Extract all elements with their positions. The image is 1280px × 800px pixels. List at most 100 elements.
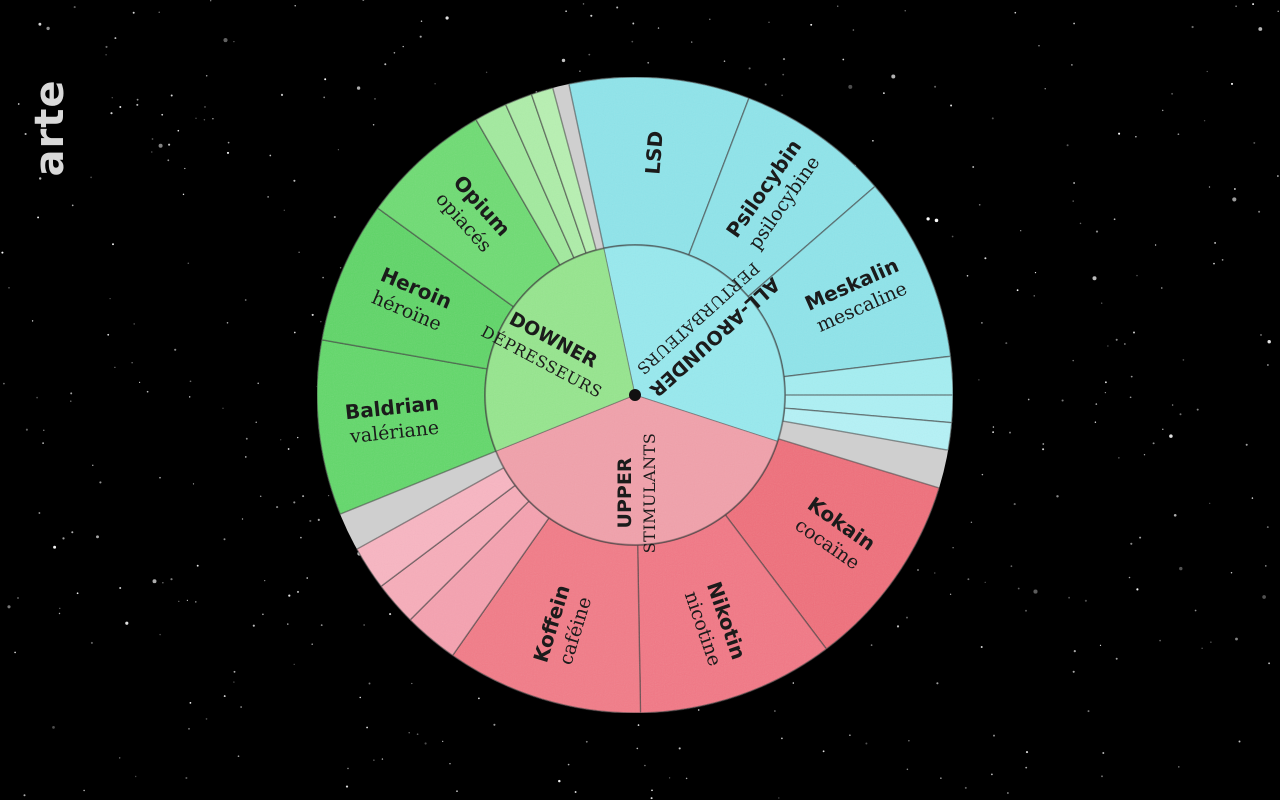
star xyxy=(1068,596,1070,599)
star xyxy=(170,578,173,581)
star xyxy=(1161,287,1163,289)
star xyxy=(1104,391,1107,394)
star xyxy=(311,643,313,645)
star xyxy=(114,37,117,40)
star xyxy=(1010,565,1013,568)
star xyxy=(146,390,149,393)
star xyxy=(434,83,436,85)
star xyxy=(39,177,42,180)
star xyxy=(1234,188,1236,190)
star xyxy=(1258,27,1263,31)
category-upper xyxy=(495,394,779,546)
star xyxy=(647,61,650,64)
star xyxy=(186,599,189,602)
star xyxy=(1267,339,1271,344)
star xyxy=(320,320,322,323)
star xyxy=(31,320,34,322)
star xyxy=(993,734,995,737)
star xyxy=(46,26,50,31)
star xyxy=(240,706,242,708)
star xyxy=(1025,609,1027,612)
star xyxy=(588,53,591,56)
star xyxy=(1139,536,1142,539)
star xyxy=(161,113,164,116)
star xyxy=(768,21,770,23)
star xyxy=(264,579,266,582)
star xyxy=(936,682,939,685)
star xyxy=(14,651,16,654)
star xyxy=(226,322,229,324)
star xyxy=(184,167,186,170)
star xyxy=(697,709,700,711)
star xyxy=(43,429,45,431)
star xyxy=(311,313,314,316)
inner-disc-rim xyxy=(484,244,786,546)
star xyxy=(167,159,170,162)
star xyxy=(233,40,235,43)
inner-disc xyxy=(484,244,786,546)
star xyxy=(233,681,235,683)
star xyxy=(917,569,919,571)
star xyxy=(125,621,129,625)
star xyxy=(38,512,41,514)
star xyxy=(259,495,262,497)
star xyxy=(1072,670,1075,673)
star xyxy=(373,759,375,761)
star xyxy=(287,623,289,625)
star xyxy=(1169,434,1173,438)
star xyxy=(132,11,135,14)
star xyxy=(402,45,404,48)
star xyxy=(1113,218,1116,221)
star xyxy=(70,400,72,402)
star xyxy=(384,63,387,66)
star xyxy=(637,724,640,726)
star xyxy=(1268,662,1271,665)
star xyxy=(1201,647,1203,650)
star xyxy=(1196,408,1199,411)
star xyxy=(189,396,191,398)
star xyxy=(38,22,42,26)
star xyxy=(283,209,285,211)
category-downer xyxy=(484,247,636,452)
star xyxy=(1072,200,1074,202)
star xyxy=(389,613,392,616)
star xyxy=(616,6,619,9)
star xyxy=(223,538,226,541)
star xyxy=(1221,259,1224,261)
star xyxy=(1027,398,1030,401)
star xyxy=(883,92,885,94)
star xyxy=(1162,428,1164,431)
star xyxy=(865,742,868,745)
star xyxy=(1115,338,1118,341)
star xyxy=(178,600,180,603)
star xyxy=(1079,222,1082,225)
star xyxy=(280,439,282,441)
star xyxy=(162,582,164,584)
star xyxy=(1007,792,1009,794)
star xyxy=(356,86,361,90)
star xyxy=(991,117,994,120)
star xyxy=(51,98,54,101)
star xyxy=(90,176,92,179)
star xyxy=(158,143,163,148)
star xyxy=(1159,639,1161,642)
star xyxy=(294,5,296,7)
star xyxy=(24,132,27,136)
star xyxy=(1177,133,1180,136)
star xyxy=(1095,403,1098,405)
star xyxy=(1277,175,1279,177)
star xyxy=(1136,274,1138,277)
star xyxy=(837,5,839,7)
star xyxy=(408,731,410,734)
star xyxy=(1136,588,1139,591)
star xyxy=(119,106,122,108)
star xyxy=(255,421,257,423)
star xyxy=(189,380,192,383)
star xyxy=(949,593,952,595)
star xyxy=(293,501,296,504)
star xyxy=(226,151,230,154)
star xyxy=(872,139,874,142)
star xyxy=(980,321,983,324)
star xyxy=(1230,571,1233,574)
